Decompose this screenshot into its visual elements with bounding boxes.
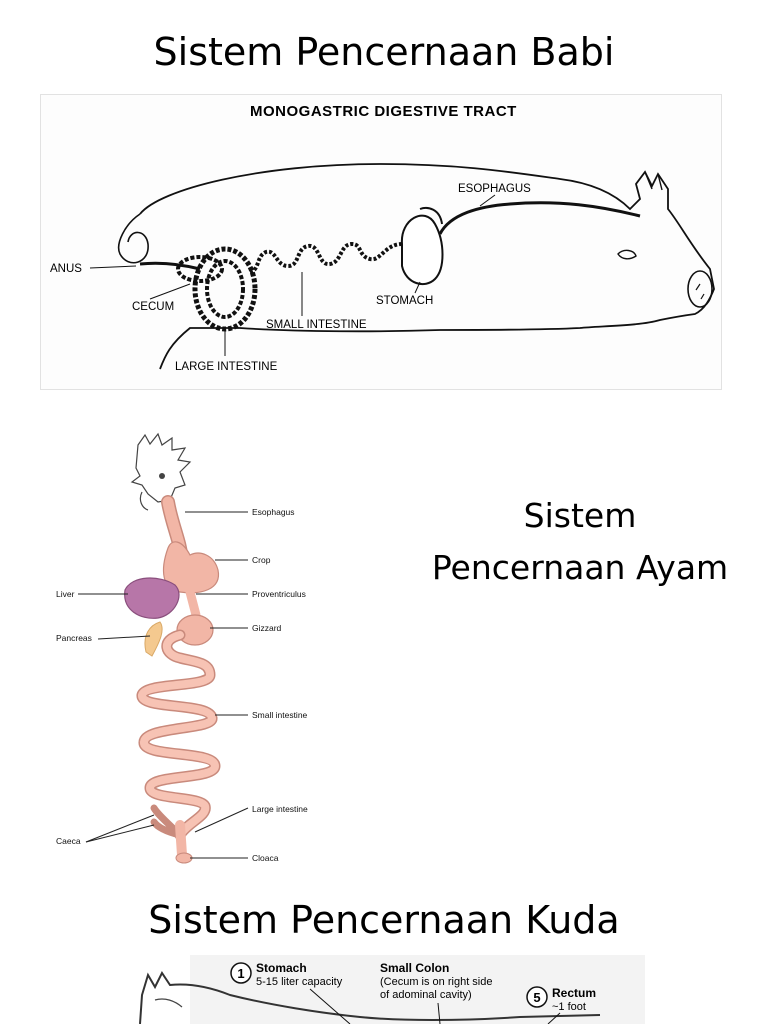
horse-rectum-number: 5 xyxy=(533,990,540,1005)
horse-head xyxy=(139,971,601,1024)
chicken-large-intestine xyxy=(175,820,187,860)
chicken-label-liver: Liver xyxy=(56,589,75,599)
pig-label-anus: ANUS xyxy=(50,263,82,275)
chicken-label-crop: Crop xyxy=(252,555,271,565)
chicken-proventriculus xyxy=(185,587,201,620)
chicken-cloaca xyxy=(175,852,193,864)
pig-eye xyxy=(617,249,637,260)
chicken-label-caeca: Caeca xyxy=(56,836,81,846)
chicken-label-small-intestine: Small intestine xyxy=(252,710,308,720)
chicken-liver xyxy=(124,577,180,619)
horse-label-small-colon: Small Colon xyxy=(380,961,449,975)
horse-label-rectum: Rectum xyxy=(552,986,596,1000)
pig-label-stomach: STOMACH xyxy=(376,295,433,307)
chicken-label-proventriculus: Proventriculus xyxy=(252,589,306,599)
chicken-digestive-diagram: Esophagus Crop Liver Proventriculus Panc… xyxy=(56,432,308,864)
horse-stomach-number: 1 xyxy=(237,966,244,981)
title-babi: Sistem Pencernaan Babi xyxy=(153,30,615,74)
chicken-label-gizzard: Gizzard xyxy=(252,623,282,633)
title-kuda: Sistem Pencernaan Kuda xyxy=(148,898,620,942)
pig-label-esophagus: ESOPHAGUS xyxy=(458,183,531,195)
horse-label-small-colon-note1: (Cecum is on right side xyxy=(380,976,493,988)
pig-small-intestine xyxy=(249,241,403,274)
horse-label-stomach-note: 5-15 liter capacity xyxy=(256,976,343,988)
pig-label-cecum: CECUM xyxy=(132,301,174,313)
title-ayam-line2: Pencernaan Ayam xyxy=(431,548,729,587)
pig-diagram-title: MONOGASTRIC DIGESTIVE TRACT xyxy=(250,103,517,120)
horse-label-stomach: Stomach xyxy=(256,961,307,975)
title-ayam: Sistem Pencernaan Ayam xyxy=(410,490,750,594)
horse-label-rectum-note: ~1 foot xyxy=(552,1001,586,1013)
pig-label-small-intestine: SMALL INTESTINE xyxy=(266,319,367,331)
title-ayam-line1: Sistem xyxy=(523,496,637,535)
pig-stomach xyxy=(400,214,444,286)
chicken-label-esophagus: Esophagus xyxy=(252,507,295,517)
chicken-label-cloaca: Cloaca xyxy=(252,853,279,863)
pig-tail xyxy=(118,213,149,264)
pig-label-large-intestine: LARGE INTESTINE xyxy=(175,361,278,373)
chicken-gizzard xyxy=(176,614,214,646)
pig-digestive-diagram: MONOGASTRIC DIGESTIVE TRACT ESOPHAGUS AN… xyxy=(40,94,722,390)
horse-stomach-number-badge xyxy=(230,962,252,984)
chicken-head xyxy=(130,432,192,503)
pig-esophagus xyxy=(438,201,641,235)
chicken-label-large-intestine: Large intestine xyxy=(252,804,308,814)
chicken-label-pancreas: Pancreas xyxy=(56,633,92,643)
horse-rectum-number-badge xyxy=(526,986,548,1008)
horse-digestive-diagram: 1 Stomach 5-15 liter capacity Small Colo… xyxy=(139,955,645,1024)
horse-label-small-colon-note2: of adominal cavity) xyxy=(380,989,472,1001)
chicken-pancreas xyxy=(144,621,163,657)
pig-snout xyxy=(687,270,713,308)
chicken-eye xyxy=(159,473,165,479)
